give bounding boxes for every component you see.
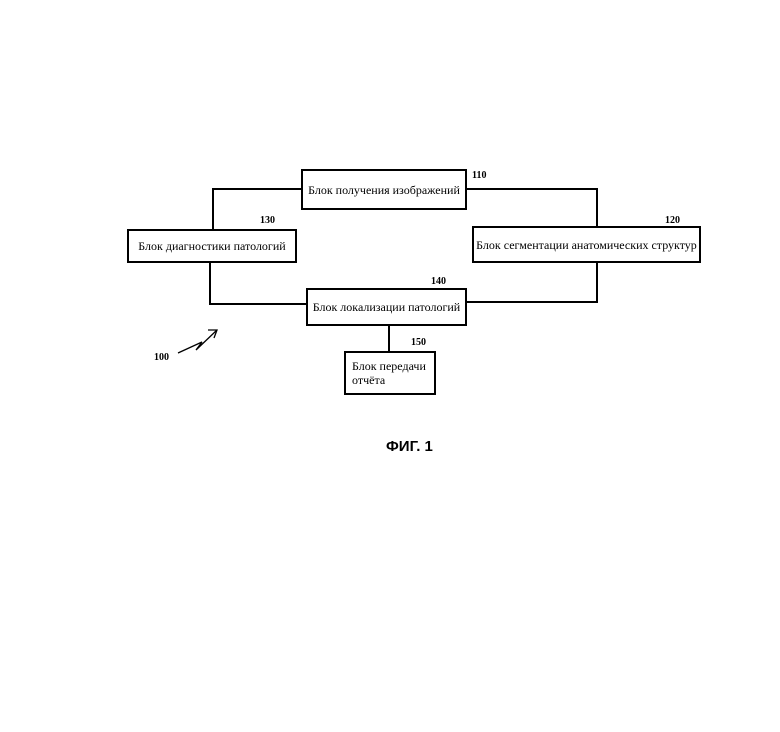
reference-arrow-100 — [178, 330, 217, 353]
block-110: Блок получения изображений — [301, 169, 467, 210]
block-120-label: Блок сегментации анатомических структур — [476, 238, 697, 252]
block-150-label-line2: отчёта — [352, 373, 426, 387]
ref-110: 110 — [472, 170, 486, 181]
ref-130: 130 — [260, 215, 275, 226]
block-110-label: Блок получения изображений — [308, 183, 460, 197]
connector-120-140 — [466, 262, 597, 302]
ref-120: 120 — [665, 215, 680, 226]
block-130-label: Блок диагностики патологий — [138, 239, 285, 253]
block-120: Блок сегментации анатомических структур — [472, 226, 701, 263]
ref-140: 140 — [431, 276, 446, 287]
block-140: Блок локализации патологий — [306, 288, 467, 326]
ref-100: 100 — [154, 352, 169, 363]
block-150: Блок передачи отчёта — [344, 351, 436, 395]
ref-150: 150 — [411, 337, 426, 348]
block-150-label-line1: Блок передачи — [352, 359, 426, 373]
block-130: Блок диагностики патологий — [127, 229, 297, 263]
connector-110-120 — [466, 189, 597, 227]
connector-130-140 — [210, 262, 308, 304]
figure-caption: ФИГ. 1 — [386, 438, 433, 455]
connector-110-130 — [213, 189, 302, 230]
block-140-label: Блок локализации патологий — [313, 300, 460, 314]
